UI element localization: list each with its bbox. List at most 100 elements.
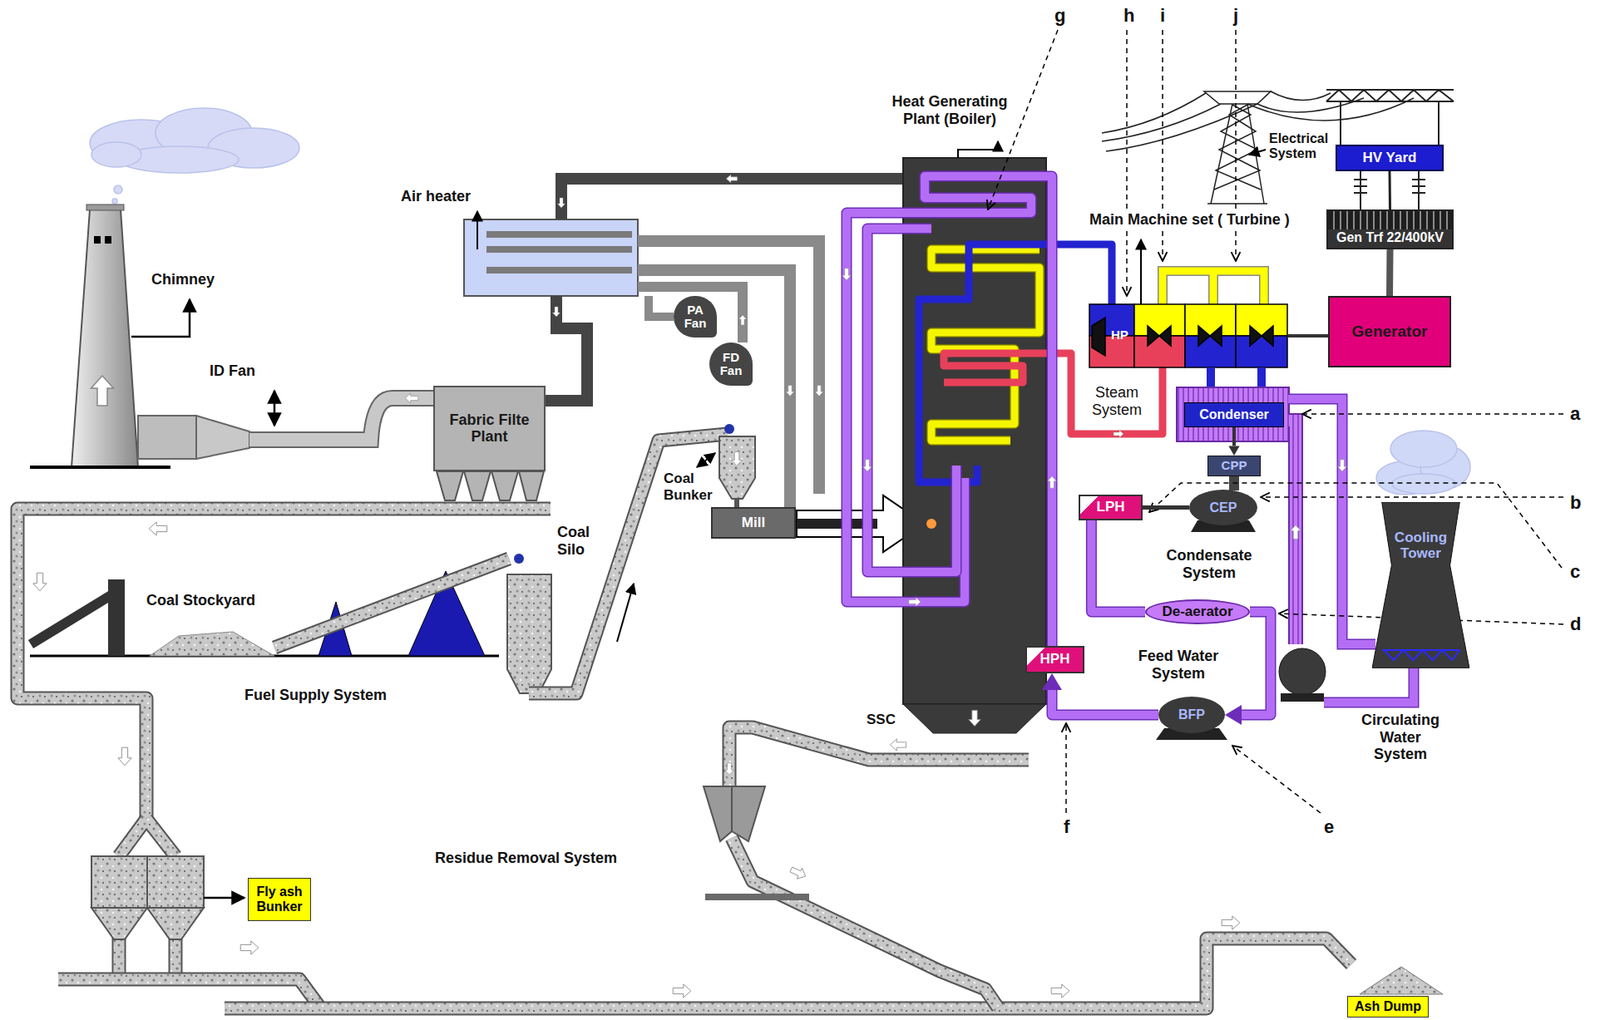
transmission-tower — [1207, 103, 1268, 204]
node-text: De-aerator — [1161, 604, 1233, 621]
ash-conveyor — [17, 508, 1352, 1009]
turbine-set — [1091, 317, 1106, 356]
flue-gas-duct — [553, 306, 561, 317]
chimney-stack — [131, 299, 190, 337]
switchyard-gantry — [1326, 89, 1454, 210]
coal-stockyard — [29, 553, 524, 657]
air-heater — [464, 211, 638, 297]
steam-cloud — [1390, 430, 1457, 468]
coal-stockyard — [30, 592, 117, 645]
ash-conveyor — [118, 819, 176, 857]
ash-pile — [1359, 967, 1443, 995]
fan-symbol: PA Fan — [673, 296, 717, 338]
transmission-tower — [1204, 91, 1271, 104]
generator-box: Generator — [1328, 296, 1452, 368]
arrowhead — [1228, 445, 1240, 456]
ash-conveyor — [118, 819, 176, 857]
node-text: Gen Trf 22/400kV — [1336, 230, 1444, 246]
part-label: Coal Bunker — [661, 470, 717, 504]
water-pipe — [867, 228, 957, 573]
turbine-set — [1235, 304, 1288, 336]
air-heater — [486, 234, 633, 271]
storage-box: Fly ash Bunker — [247, 878, 312, 922]
callout-leader — [1232, 745, 1321, 814]
callout-letter: h — [1121, 4, 1136, 26]
chimney-stack — [29, 465, 171, 470]
turbine-set — [1235, 335, 1288, 368]
turbine-set — [1162, 271, 1265, 305]
boiler-body — [903, 704, 1047, 734]
filter-hopper — [436, 471, 464, 501]
water-pipe — [1241, 612, 1271, 716]
residue-hopper — [703, 786, 732, 842]
air-heater — [476, 211, 479, 250]
chimney-stack — [93, 236, 101, 244]
ash-conveyor — [788, 864, 808, 882]
pump-box: CPP — [1207, 455, 1261, 477]
flue-duct — [249, 398, 434, 440]
ash-conveyor — [118, 938, 176, 975]
turbine-set — [1147, 325, 1171, 346]
node-text: Fabric Filte Plant — [438, 412, 541, 446]
ash-conveyor — [224, 938, 1352, 1009]
cw-pump — [1280, 693, 1324, 702]
air-duct — [785, 385, 795, 396]
callout-letter: b — [1568, 492, 1583, 514]
part-label: Chimney — [149, 271, 217, 289]
switchyard-gantry — [1326, 89, 1454, 102]
power-connector — [1388, 171, 1393, 210]
coal-silo — [507, 574, 552, 694]
flue-duct — [138, 415, 197, 460]
pump-symbol: BFP — [1158, 696, 1225, 734]
turbine-set — [1210, 367, 1262, 390]
transmission-tower — [1215, 104, 1261, 190]
node-text: CEP — [1209, 500, 1238, 516]
filter-hopper — [491, 471, 519, 501]
ash-conveyor — [17, 508, 551, 820]
coal-stockyard — [274, 558, 509, 648]
boiler-body — [958, 141, 998, 159]
callout-letter: j — [1231, 4, 1240, 26]
callout-letter: c — [1568, 561, 1582, 583]
circulating-water-pipe — [1290, 525, 1302, 540]
flow-connector — [1232, 427, 1236, 446]
circulating-water-pipe — [1338, 459, 1348, 472]
node-text: Cooling Tower — [1388, 530, 1453, 562]
fly-ash-hopper — [91, 856, 245, 940]
section-title: Circulating Water System — [1353, 711, 1447, 764]
filter-hopper — [436, 471, 544, 501]
water-pipe — [1091, 520, 1146, 613]
coal-stockyard — [274, 558, 509, 648]
air-duct — [648, 296, 674, 317]
water-pipe — [908, 597, 921, 608]
flue-duct — [404, 393, 419, 404]
callout-leader — [1260, 496, 1564, 499]
condenser-shell — [1155, 387, 1289, 741]
node-text: HPH — [1040, 651, 1071, 668]
callout-leader — [1065, 723, 1067, 814]
callout-letter: f — [1061, 816, 1072, 838]
water-pipe — [1047, 476, 1057, 489]
cooling-tower: Cooling Tower — [1372, 502, 1470, 669]
arrowhead — [1224, 705, 1242, 726]
ash-conveyor — [672, 984, 692, 998]
node-text: PA Fan — [676, 303, 714, 331]
section-title: Feed Water System — [1124, 647, 1233, 682]
filter-box: Fabric Filte Plant — [433, 385, 546, 472]
transformer-box: Gen Trf 22/400kV — [1326, 209, 1454, 250]
flow-connector — [1142, 505, 1190, 510]
tower-outline — [1372, 502, 1470, 669]
ash-conveyor — [1221, 916, 1240, 930]
ash-conveyor — [731, 838, 998, 1008]
circulating-water-pipe — [1323, 665, 1414, 703]
fan-symbol: FD Fan — [709, 342, 753, 386]
boiler-coil — [918, 244, 1163, 483]
chimney-stack — [71, 209, 139, 468]
ash-pile — [1359, 967, 1443, 995]
heater-box: HPH — [1025, 646, 1085, 674]
node-text: LPH — [1096, 499, 1126, 516]
node-text: Generator — [1352, 323, 1428, 341]
water-pipe — [846, 176, 1052, 647]
boiler-coil — [1113, 430, 1124, 439]
air-duct — [637, 270, 791, 508]
